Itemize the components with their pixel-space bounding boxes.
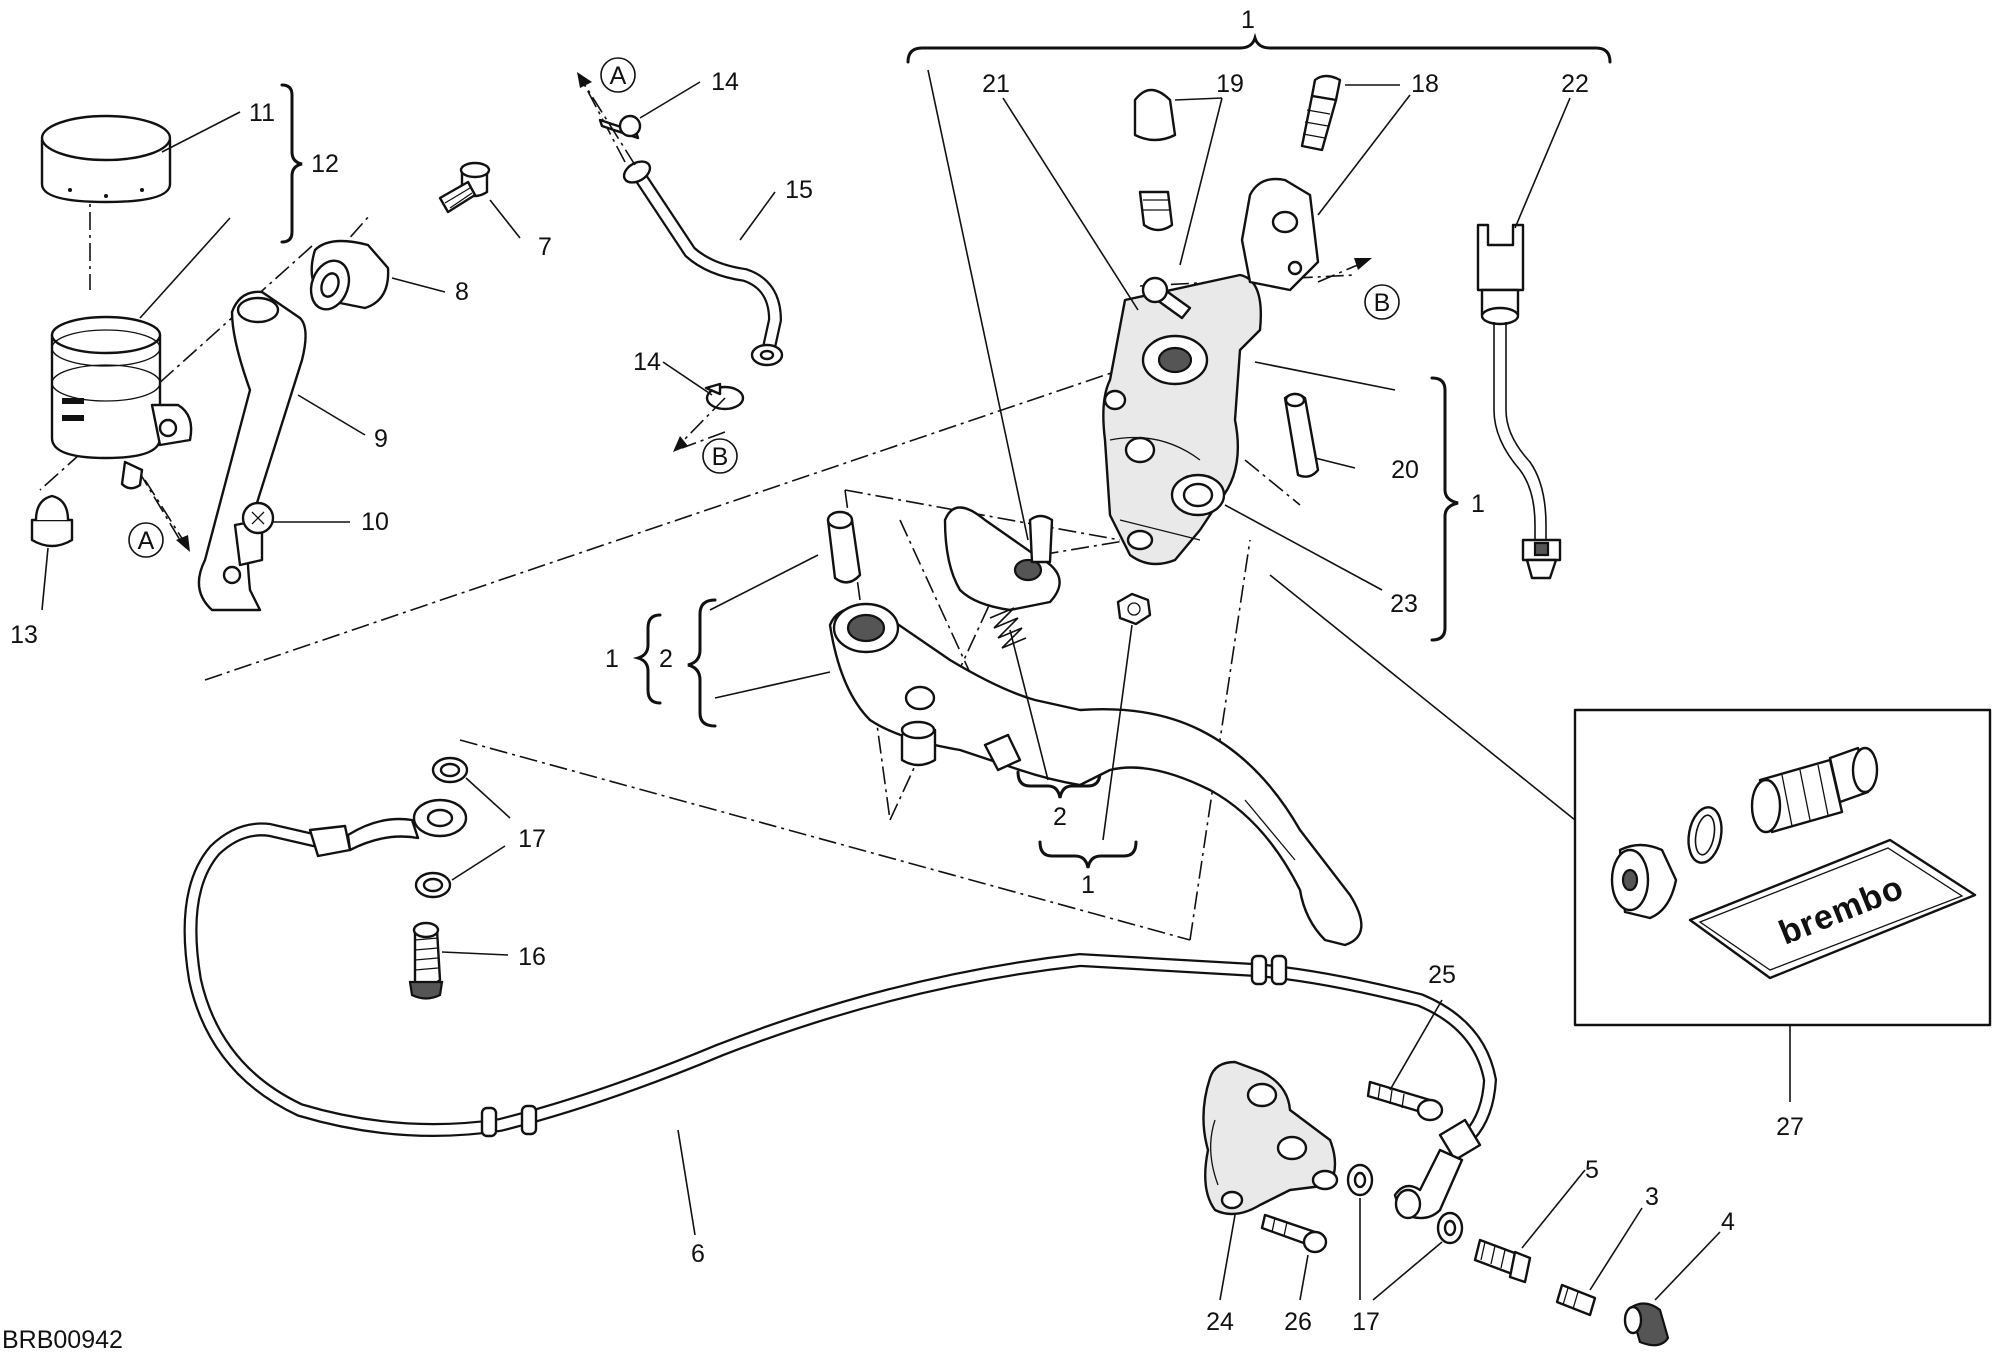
part-number-labels: 1 11 12 7 8 9 10 13 14 15 14 21 19 18 22… bbox=[10, 6, 1804, 1336]
arrow-b-right bbox=[1354, 258, 1372, 270]
part-label-9: 9 bbox=[374, 425, 388, 453]
fitting-19 bbox=[1133, 88, 1192, 320]
part-label-1-right: 1 bbox=[1471, 490, 1485, 518]
part-label-15: 15 bbox=[785, 176, 813, 204]
svg-text:A: A bbox=[138, 527, 155, 555]
part-label-25: 25 bbox=[1428, 961, 1456, 989]
screw-26 bbox=[1260, 1213, 1328, 1254]
svg-text:B: B bbox=[1374, 289, 1391, 317]
part-label-24: 24 bbox=[1206, 1308, 1234, 1336]
reservoir-body bbox=[50, 315, 193, 490]
reservoir-cap bbox=[40, 114, 172, 204]
part-label-3: 3 bbox=[1645, 1183, 1659, 1211]
part-label-11: 11 bbox=[249, 99, 275, 127]
brace-bottom-2 bbox=[1016, 770, 1102, 799]
nut-1 bbox=[1116, 592, 1152, 626]
part-label-1-top: 1 bbox=[1241, 6, 1255, 34]
marker-b-bottom: B bbox=[702, 438, 738, 474]
brace-12 bbox=[280, 83, 303, 244]
lever-adjuster-knob bbox=[900, 720, 1022, 772]
part-label-8: 8 bbox=[455, 278, 469, 306]
arrow-a-left bbox=[176, 535, 190, 552]
clamp-14-bottom bbox=[704, 382, 745, 411]
repair-kit-box: brembo bbox=[1573, 708, 1992, 1027]
clutch-hose-6 bbox=[183, 822, 1498, 1162]
part-label-14-bottom: 14 bbox=[633, 348, 661, 376]
slave-cylinder-24 bbox=[1202, 1060, 1339, 1216]
diagram-code: BRB00942 bbox=[2, 1326, 123, 1354]
part-label-2-left: 2 bbox=[659, 645, 673, 673]
grouping-braces bbox=[280, 32, 1612, 869]
clutch-lever bbox=[828, 602, 1363, 947]
bracket-screw-10 bbox=[241, 501, 275, 535]
bleed-screw-3 bbox=[1555, 1283, 1597, 1317]
part-label-4: 4 bbox=[1721, 1208, 1735, 1236]
part-label-1-bottom: 1 bbox=[1081, 871, 1095, 899]
part-label-19: 19 bbox=[1216, 70, 1244, 98]
marker-b-right: B bbox=[1364, 284, 1400, 320]
rubber-bush-8 bbox=[309, 239, 390, 311]
kit-seal-cup bbox=[1610, 843, 1678, 920]
part-label-10: 10 bbox=[361, 508, 389, 536]
marker-a-top: A bbox=[600, 57, 636, 93]
part-label-22: 22 bbox=[1561, 70, 1589, 98]
screw-7 bbox=[438, 161, 491, 214]
part-label-7: 7 bbox=[538, 233, 552, 261]
screw-25 bbox=[1366, 1080, 1444, 1122]
switch-housing-18 bbox=[1240, 177, 1320, 292]
part-label-14-top: 14 bbox=[711, 68, 739, 96]
part-label-13: 13 bbox=[10, 621, 38, 649]
hose-fitting-13 bbox=[30, 494, 74, 548]
part-label-21: 21 bbox=[982, 70, 1010, 98]
marker-a-left: A bbox=[128, 522, 164, 558]
arrow-a-top bbox=[577, 72, 592, 88]
part-label-18: 18 bbox=[1411, 70, 1439, 98]
part-label-17-upper: 17 bbox=[518, 825, 546, 853]
part-label-1-left: 1 bbox=[605, 645, 619, 673]
brace-top bbox=[906, 32, 1612, 64]
svg-text:A: A bbox=[610, 62, 627, 90]
pin-20 bbox=[1283, 392, 1320, 478]
bush-2 bbox=[826, 510, 862, 584]
part-label-26: 26 bbox=[1284, 1308, 1312, 1336]
screw-18 bbox=[1300, 74, 1342, 152]
arrow-b-bottom bbox=[673, 436, 688, 452]
part-label-6: 6 bbox=[691, 1240, 705, 1268]
washers-17-top bbox=[414, 756, 469, 899]
banjo-fitting-bottom bbox=[1393, 1148, 1464, 1220]
bleed-valve-5 bbox=[1473, 1238, 1532, 1284]
part-label-16: 16 bbox=[518, 943, 546, 971]
spring-2 bbox=[989, 607, 1027, 649]
part-label-20: 20 bbox=[1391, 456, 1419, 484]
dust-cap-4 bbox=[1623, 1302, 1670, 1347]
master-cylinder-body bbox=[1102, 273, 1262, 566]
reservoir-bracket bbox=[197, 290, 307, 612]
svg-text:B: B bbox=[712, 443, 729, 471]
part-label-2-bottom: 2 bbox=[1053, 803, 1067, 831]
brace-left-1 bbox=[632, 613, 662, 705]
part-label-12: 12 bbox=[311, 150, 339, 178]
connection-arrows bbox=[144, 72, 1372, 552]
part-label-17-lower: 17 bbox=[1352, 1308, 1380, 1336]
banjo-fitting-top bbox=[346, 798, 468, 852]
brace-left-2 bbox=[687, 598, 717, 728]
kit-piston bbox=[1750, 746, 1879, 834]
clutch-switch-22 bbox=[1476, 223, 1562, 580]
kit-circlip bbox=[1687, 806, 1723, 864]
washers-17-bottom bbox=[1346, 1163, 1464, 1245]
adjuster-cam bbox=[943, 506, 1061, 612]
reservoir-hose-15 bbox=[622, 160, 784, 367]
brace-bottom-1 bbox=[1038, 840, 1138, 869]
part-label-23: 23 bbox=[1390, 590, 1418, 618]
brace-right-1 bbox=[1430, 376, 1459, 642]
banjo-bolt-16 bbox=[408, 921, 444, 1000]
leader-lines bbox=[41, 69, 1791, 1301]
part-label-27: 27 bbox=[1776, 1113, 1804, 1141]
part-label-5: 5 bbox=[1585, 1156, 1599, 1184]
